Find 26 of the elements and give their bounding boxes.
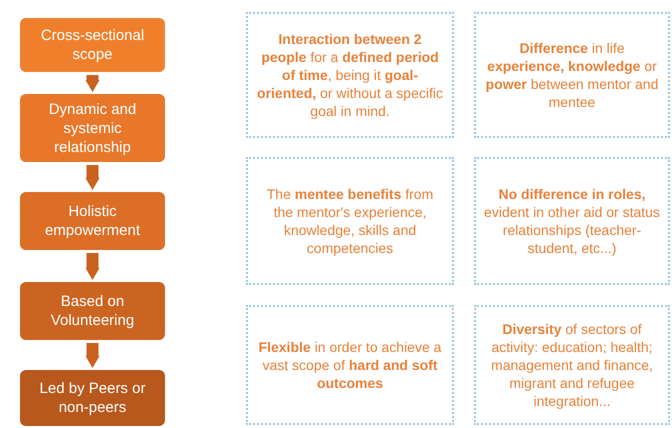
description-text: Diversity of sectors of activity: education; health; management and finance, migrant and refugee integration...	[490, 320, 654, 410]
note-box	[246, 305, 454, 425]
note-box	[474, 157, 670, 285]
description-text: Flexible in order to achieve a vast scope of hard and soft outcomes	[258, 338, 442, 392]
note-box	[474, 12, 670, 138]
note-box	[246, 12, 454, 138]
block-arrow	[86, 253, 100, 280]
step-label: Holistic empowerment	[44, 202, 142, 240]
description-text: No difference in roles, evident in other aid or status relationships (teacher-student, etc...)	[484, 185, 660, 257]
description-text: Interaction between 2 people for a defined period of time, being it goal-oriented, or without a specific goal in mind.	[256, 30, 444, 120]
block-arrow	[86, 343, 100, 368]
process-box	[20, 18, 165, 72]
process-box	[20, 282, 165, 340]
description-text: The mentee benefits from the mentor's experience, knowledge, skills and competencies	[266, 185, 434, 257]
block-arrow	[86, 165, 100, 190]
block-arrow	[86, 75, 100, 92]
description-text: Difference in life experience, knowledge or power between mentor and mentee	[484, 39, 660, 111]
step-label: Cross-sectional scope	[40, 26, 146, 64]
note-box	[474, 305, 670, 425]
step-label: Dynamic and systemic relationship	[48, 100, 138, 156]
process-box	[20, 94, 165, 162]
process-box	[20, 192, 165, 250]
process-box	[20, 370, 165, 426]
note-box	[246, 157, 454, 285]
step-label: Based on Volunteering	[50, 292, 136, 330]
step-label: Led by Peers or non-peers	[38, 379, 146, 417]
